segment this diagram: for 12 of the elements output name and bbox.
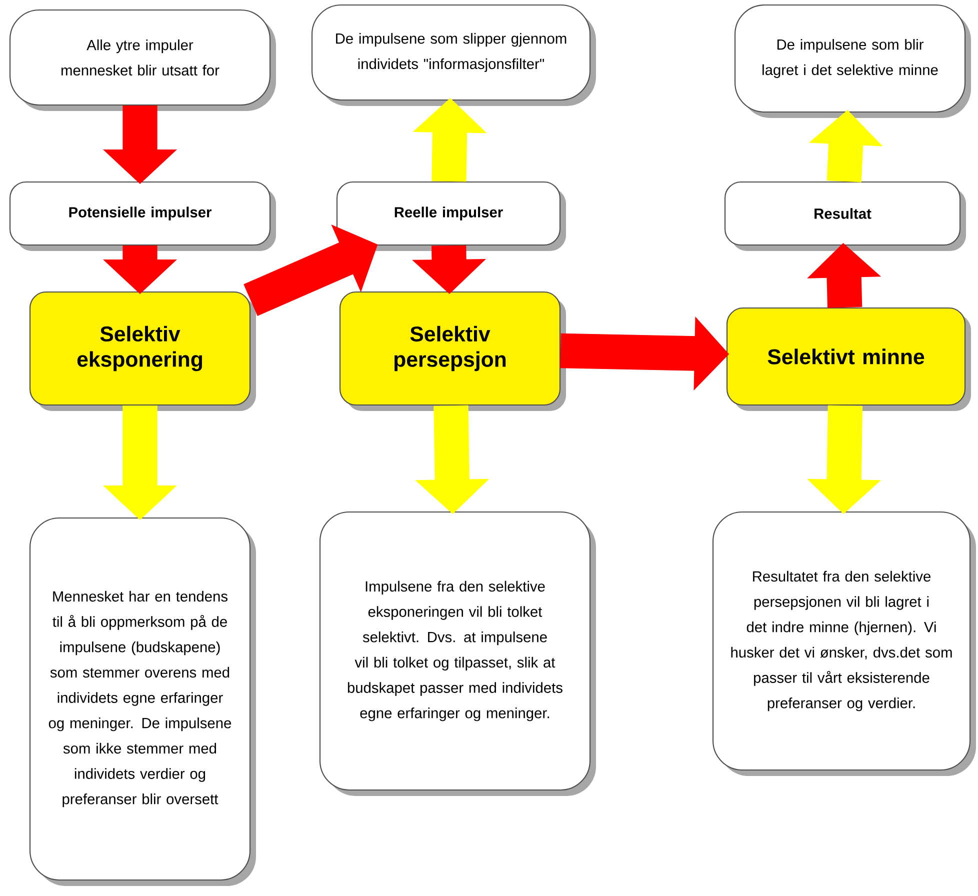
text-box: Alle ytre impuler mennesket blir utsatt for	[9, 9, 276, 111]
text-box: Impulsene fra den selektive eksponeringen vil bli tolket selektivt. Dvs. at impulsene vil bli tolket og tilpasset, slik at budskapet passer med individets egne erfaringer og meninger.	[319, 511, 596, 796]
step-box: Resultat	[724, 181, 966, 251]
step-box: Potensielle impulser	[9, 181, 276, 251]
text-box: De impulsene som slipper gjennom individets "informasjonsfilter"	[311, 4, 596, 106]
text-box: De impulsene som blir lagret i det selektive minne	[734, 4, 971, 118]
process-box: Selektiv persepsjon	[339, 291, 566, 411]
text-box: Mennesket har en tendens til å bli oppmerksom på de impulsene (budskapene) som stemmer overens med individets egne erfaringer og meninger. De impulsene som ikke stemmer med individets verdier og preferanser blir oversett	[29, 517, 256, 886]
step-box: Reelle impulser	[336, 181, 566, 251]
process-box: Selektiv eksponering	[29, 291, 256, 411]
text-box: Resultatet fra den selektive persepsjonen vil bli lagret i det indre minne (hjernen). Vi husker det vi ønsker, dvs.det som passer til vårt eksisterende preferanser og verdier.	[712, 511, 976, 776]
process-box: Selektivt minne	[726, 307, 971, 411]
